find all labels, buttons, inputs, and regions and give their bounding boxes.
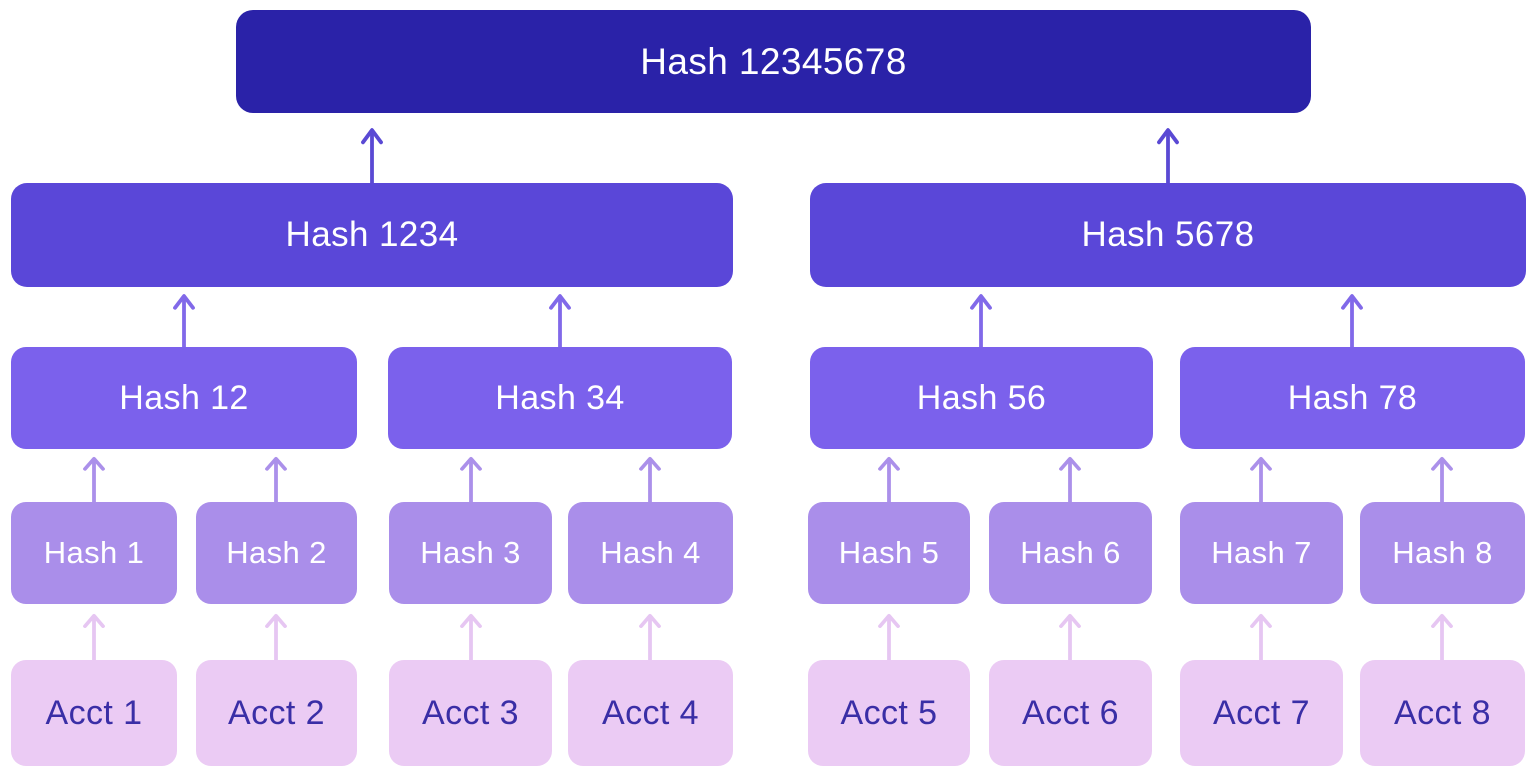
up-arrow-icon <box>549 294 571 352</box>
node-hash-5678: Hash 5678 <box>810 183 1526 287</box>
up-arrow-icon <box>83 456 105 508</box>
up-arrow-icon <box>878 456 900 508</box>
node-acct-4: Acct 4 <box>568 660 733 766</box>
up-arrow-icon <box>1431 456 1453 508</box>
up-arrow-icon <box>265 456 287 508</box>
node-hash-56: Hash 56 <box>810 347 1153 449</box>
up-arrow-icon <box>1059 456 1081 508</box>
node-acct-3: Acct 3 <box>389 660 552 766</box>
up-arrow-icon <box>265 614 287 666</box>
up-arrow-icon <box>1341 294 1363 352</box>
up-arrow-icon <box>460 456 482 508</box>
up-arrow-icon <box>83 614 105 666</box>
node-hash-3: Hash 3 <box>389 502 552 604</box>
up-arrow-icon <box>878 614 900 666</box>
node-acct-6: Acct 6 <box>989 660 1152 766</box>
node-hash-6: Hash 6 <box>989 502 1152 604</box>
node-acct-2: Acct 2 <box>196 660 357 766</box>
node-hash-78: Hash 78 <box>1180 347 1525 449</box>
node-hash-34: Hash 34 <box>388 347 732 449</box>
up-arrow-icon <box>639 614 661 666</box>
node-hash-5: Hash 5 <box>808 502 970 604</box>
node-hash-7: Hash 7 <box>1180 502 1343 604</box>
node-hash-1234: Hash 1234 <box>11 183 733 287</box>
node-acct-7: Acct 7 <box>1180 660 1343 766</box>
up-arrow-icon <box>361 128 383 189</box>
node-acct-8: Acct 8 <box>1360 660 1525 766</box>
node-hash-2: Hash 2 <box>196 502 357 604</box>
up-arrow-icon <box>1431 614 1453 666</box>
up-arrow-icon <box>1059 614 1081 666</box>
node-hash-1: Hash 1 <box>11 502 177 604</box>
up-arrow-icon <box>639 456 661 508</box>
up-arrow-icon <box>970 294 992 352</box>
node-acct-5: Acct 5 <box>808 660 970 766</box>
node-hash-8: Hash 8 <box>1360 502 1525 604</box>
up-arrow-icon <box>173 294 195 352</box>
up-arrow-icon <box>1250 456 1272 508</box>
node-hash-4: Hash 4 <box>568 502 733 604</box>
up-arrow-icon <box>460 614 482 666</box>
up-arrow-icon <box>1250 614 1272 666</box>
up-arrow-icon <box>1157 128 1179 189</box>
node-hash-12: Hash 12 <box>11 347 357 449</box>
node-hash-12345678: Hash 12345678 <box>236 10 1311 113</box>
node-acct-1: Acct 1 <box>11 660 177 766</box>
